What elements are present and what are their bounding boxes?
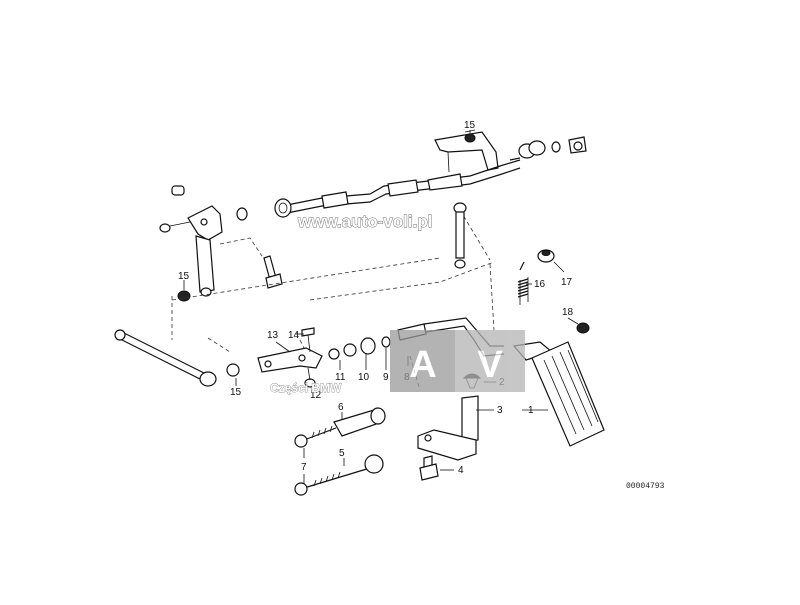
watermark-logo: A V	[390, 330, 525, 392]
callout-17: 17	[561, 277, 573, 288]
watermark-logo-a: A	[409, 344, 436, 386]
upper-left-parts	[159, 185, 292, 302]
cap-part	[537, 249, 555, 263]
callout-7: 7	[301, 462, 307, 473]
vertical-link	[453, 202, 467, 269]
callout-13: 13	[267, 330, 279, 341]
callout-15-lower: 15	[230, 387, 242, 398]
callout-9: 9	[383, 372, 389, 383]
callout-3: 3	[497, 405, 503, 416]
upper-shaft-assembly	[281, 129, 587, 215]
callout-15-top: 15	[464, 120, 476, 131]
watermark: www.auto-voli.pl A V Części BMW	[270, 212, 525, 395]
callout-12: 12	[310, 390, 322, 401]
callout-10: 10	[358, 372, 370, 383]
callout-6: 6	[338, 402, 344, 413]
callout-11: 11	[335, 372, 346, 383]
callout-1: 1	[528, 405, 534, 416]
callout-4: 4	[458, 465, 464, 476]
callout-16: 16	[534, 279, 546, 290]
watermark-subtitle: Części BMW	[270, 381, 342, 395]
callout-14: 14	[288, 330, 300, 341]
callout-18: 18	[562, 307, 574, 318]
reference-code: 00004793	[626, 482, 665, 491]
watermark-logo-v: V	[477, 344, 503, 386]
spring-part	[517, 261, 529, 305]
callout-15-left: 15	[178, 271, 190, 282]
callout-5: 5	[339, 448, 345, 459]
watermark-url: www.auto-voli.pl	[297, 212, 432, 231]
lower-rods	[294, 407, 386, 496]
leader-lines	[183, 130, 579, 484]
